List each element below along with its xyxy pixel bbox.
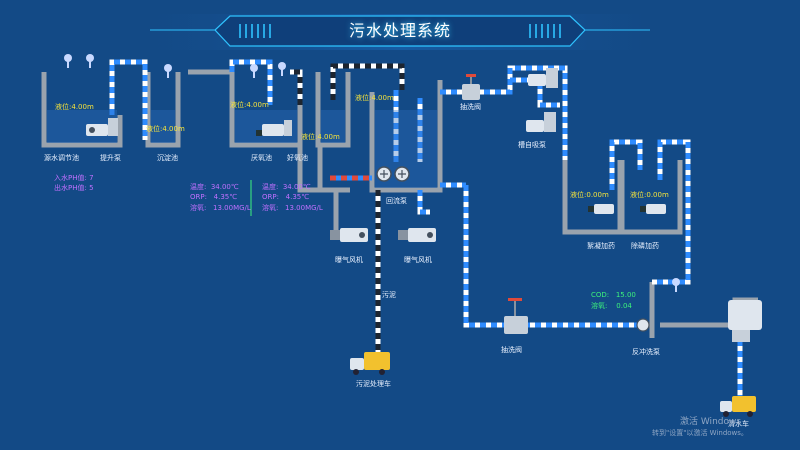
sludge-pipes	[290, 63, 405, 360]
coagulant-label: 絮凝加药	[587, 242, 615, 250]
page-title: 污水处理系统	[348, 21, 451, 40]
activation-watermark-title: 激活 Windows	[680, 417, 742, 427]
lift-pump-label: 提升泵	[100, 154, 121, 162]
backwash-valve-top-icon[interactable]	[462, 74, 480, 100]
sludge-truck-label: 污泥处理车	[356, 380, 391, 388]
regulating-pool-level: 液位:4.00m	[55, 103, 94, 111]
sludge-truck-icon[interactable]	[350, 352, 390, 375]
aeration-blower-2-icon[interactable]	[398, 228, 436, 242]
self-priming-pump-icon[interactable]	[526, 68, 558, 132]
anaerobic-mixer-icon[interactable]	[256, 120, 292, 136]
reflux-pump-label: 回流泵	[386, 197, 407, 205]
inlet-ph: 入水PH值: 7	[54, 174, 94, 182]
sludge-pipe-label: 污泥	[382, 291, 396, 299]
reaction-pool-level: 液位:4.00m	[355, 94, 394, 102]
lift-pump-icon[interactable]	[86, 118, 118, 136]
sensor-pins	[64, 54, 680, 292]
settling-pool-level: 液位:4.00m	[146, 125, 185, 133]
aeration-blower-1-icon[interactable]	[330, 228, 368, 242]
backwash-pump-icon[interactable]	[636, 318, 650, 332]
blower-2-label: 曝气风机	[404, 256, 432, 264]
outlet-ph: 出水PH值: 5	[54, 184, 94, 192]
sensor-a-do: 溶氧: 13.00MG/L	[190, 204, 251, 212]
gray-pipes	[333, 190, 758, 340]
do-readout: 溶氧: 0.04	[591, 302, 632, 310]
regulating-pool-label: 源水调节池	[44, 154, 79, 162]
water-truck-label: 清水车	[728, 420, 749, 428]
sensor-b-temp: 温度: 34.00℃	[262, 183, 311, 191]
sensor-b-do: 溶氧: 13.00MG/L	[262, 204, 323, 212]
backwash-pump-label: 反冲洗泵	[632, 348, 660, 356]
aerobic-pool-level: 液位:4.00m	[301, 133, 340, 141]
blower-1-label: 曝气风机	[335, 256, 363, 264]
sensor-a-temp: 温度: 34.00℃	[190, 183, 239, 191]
anaerobic-pool-label: 厌氧池	[251, 154, 272, 162]
self-priming-pump-label: 槽自吸泵	[518, 141, 546, 149]
tank-walls	[41, 69, 683, 338]
water-truck-icon[interactable]	[720, 396, 756, 417]
backwash-valve-top-label: 抽洗阀	[460, 103, 481, 111]
settling-pool-label: 沉淀池	[157, 154, 178, 162]
coagulant-level: 液位:0.00m	[570, 191, 609, 199]
sensor-a-orp: ORP: 4.35℃	[190, 193, 238, 201]
phosphorus-level: 液位:0.00m	[630, 191, 669, 199]
activation-watermark-subtitle: 转到"设置"以激活 Windows。	[652, 429, 748, 437]
backwash-valve-bottom-label: 抽洗阀	[501, 346, 522, 354]
anaerobic-pool-level: 液位:4.00m	[230, 101, 269, 109]
aerobic-pool-label: 好氧池	[287, 154, 308, 162]
cod-readout: COD: 15.00	[591, 291, 636, 299]
backwash-valve-bottom-icon[interactable]	[504, 298, 528, 334]
phosphorus-label: 除磷加药	[631, 242, 659, 250]
reflux-pump-icon[interactable]	[376, 166, 410, 182]
header-banner	[150, 14, 650, 50]
dosing-pump-2-icon[interactable]	[640, 204, 666, 214]
clear-water-tank-icon	[728, 300, 762, 342]
sensor-b-orp: ORP: 4.35℃	[262, 193, 310, 201]
dosing-pump-1-icon[interactable]	[588, 204, 614, 214]
